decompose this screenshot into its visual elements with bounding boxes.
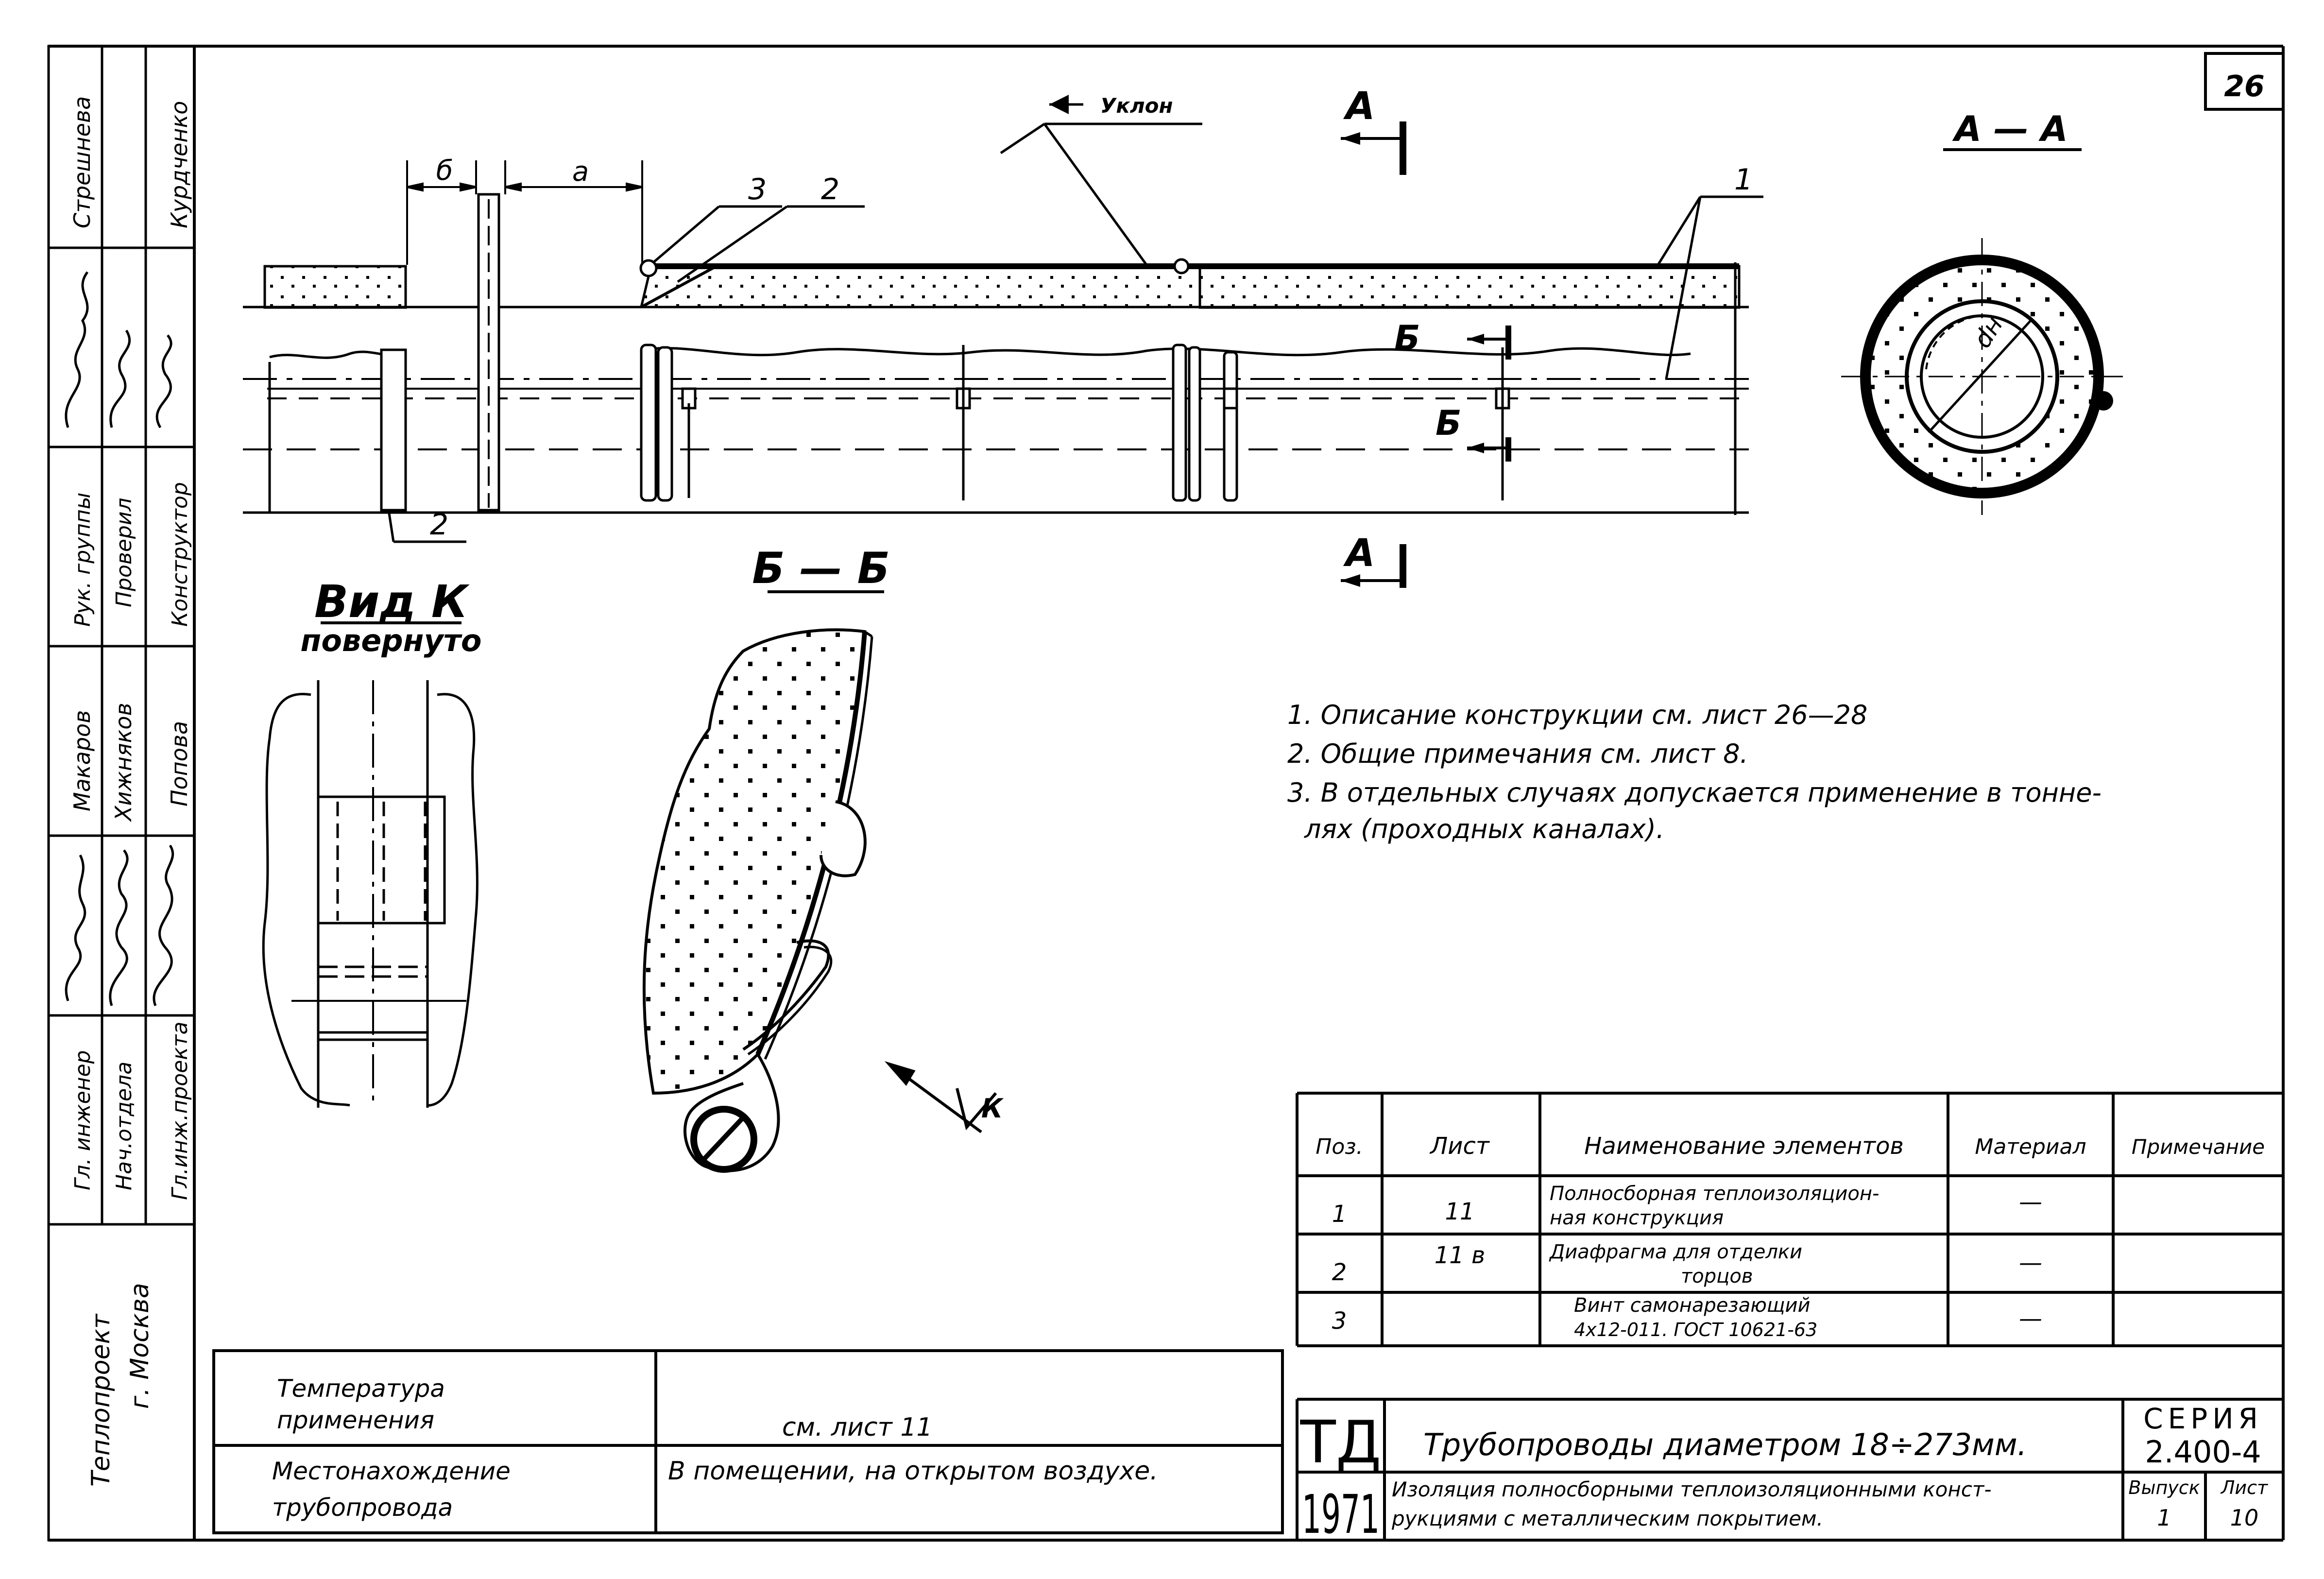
- pos2-disk-label: 2: [430, 508, 448, 542]
- spec-header-note: Примечание: [2132, 1135, 2265, 1159]
- stamp: ТД 1971 Трубопроводы диаметром 18÷273мм.…: [1299, 1402, 2269, 1545]
- role-checked: Проверил: [112, 498, 137, 607]
- svg-text:ная конструкция: ная конструкция: [1550, 1207, 1724, 1229]
- signatures: [65, 271, 174, 1006]
- notes: 1. Описание конструкции см. лист 26—28 2…: [1287, 700, 2102, 844]
- svg-text:1: 1: [1332, 1201, 1347, 1228]
- stamp-sheet-value: 10: [2230, 1505, 2259, 1531]
- stamp-series-value: 2.400-4: [2145, 1434, 2261, 1470]
- spec-table: Поз. Лист Наименование элементов Материа…: [1316, 1133, 2265, 1340]
- spec-header-name: Наименование элементов: [1584, 1133, 1904, 1160]
- stamp-subtitle-1: Изоляция полносборными теплоизоляционным…: [1392, 1477, 1992, 1501]
- insulation-strip-right: [1198, 265, 1741, 309]
- section-A-bottom: А: [1343, 532, 1375, 575]
- position-leaders: [387, 195, 1763, 543]
- svg-text:Винт самонарезающий: Винт самонарезающий: [1574, 1294, 1811, 1317]
- table-row: 3 Винт самонарезающий 4х12-011. ГОСТ 106…: [1332, 1294, 2042, 1340]
- org-city: г. Москва: [125, 1283, 154, 1409]
- slope-label: Уклон: [1100, 94, 1173, 118]
- note-3-continued: лях (проходных каналах).: [1304, 814, 1664, 844]
- section-BB-title: Б — Б: [752, 543, 889, 593]
- svg-text:трубопровода: трубопровода: [272, 1493, 453, 1522]
- name-khizhnyakov: Хижняков: [110, 703, 137, 822]
- stamp-issue-label: Выпуск: [2128, 1477, 2200, 1498]
- insulation-strip-middle: [639, 265, 1201, 309]
- stamp-code-year: 1971: [1302, 1483, 1380, 1545]
- pos3-label: 3: [748, 172, 767, 206]
- pos1-label: 1: [1734, 163, 1753, 197]
- svg-text:11: 11: [1445, 1198, 1474, 1225]
- svg-text:2: 2: [1332, 1259, 1347, 1286]
- view-k-drawing: [262, 680, 478, 1108]
- name-kurdchenko: Курдченко: [166, 101, 192, 228]
- stamp-code-td: ТД: [1299, 1409, 1381, 1476]
- name-popova: Попова: [166, 721, 192, 807]
- insulation-strip-left: [263, 265, 407, 309]
- spec-header-pos: Поз.: [1316, 1134, 1363, 1159]
- table-row: 2 11 в Диафрагма для отделки торцов —: [1332, 1241, 2042, 1287]
- section-B-marks: [1467, 326, 1511, 462]
- pos2-label: 2: [821, 172, 839, 206]
- svg-text:—: —: [2019, 1188, 2042, 1216]
- table-row: 1 11 Полносборная теплоизоляцион- ная ко…: [1332, 1183, 2042, 1229]
- dimension-b-label: б: [436, 155, 453, 187]
- dimension-a-label: а: [572, 156, 589, 188]
- svg-text:Температура: Температура: [277, 1374, 445, 1403]
- name-streshneva: Стрешнева: [69, 96, 95, 228]
- pipe-elevation: [243, 193, 1749, 515]
- conditions-table-grid: [212, 1349, 1284, 1534]
- stamp-sheet-label: Лист: [2220, 1477, 2269, 1498]
- note-3: 3. В отдельных случаях допускается приме…: [1287, 777, 2102, 808]
- section-BB-drawing: [642, 628, 873, 1173]
- svg-text:см. лист 11: см. лист 11: [782, 1413, 933, 1442]
- svg-text:3: 3: [1332, 1307, 1347, 1335]
- section-B-bottom: Б: [1435, 403, 1461, 443]
- role-group-head: Рук. группы: [70, 493, 95, 627]
- dimensions: [406, 160, 643, 265]
- section-AA-title: А — А: [1952, 108, 2068, 149]
- svg-text:11 в: 11 в: [1435, 1242, 1486, 1269]
- svg-text:В помещении, на открытом возду: В помещении, на открытом воздухе.: [668, 1457, 1158, 1486]
- left-title-block-text: Гл. инженер Нач.отдела Гл.инж.проекта Ру…: [69, 96, 192, 1487]
- k-arrow-label: К: [981, 1093, 1004, 1124]
- svg-text:применения: применения: [277, 1406, 434, 1434]
- svg-text:—: —: [2019, 1305, 2042, 1332]
- svg-text:Местонахождение: Местонахождение: [272, 1457, 511, 1485]
- k-view-arrow: [884, 1061, 997, 1133]
- section-B-top: Б: [1394, 318, 1420, 358]
- stamp-subtitle-2: рукциями с металлическим покрытием.: [1391, 1507, 1823, 1530]
- section-A-marks: [1341, 121, 1406, 588]
- role-chief-engineer: Гл. инженер: [70, 1050, 95, 1190]
- role-designer: Конструктор: [168, 482, 192, 627]
- stamp-grid: [1296, 1398, 2283, 1540]
- conditions-table: Температура применения см. лист 11 Место…: [272, 1374, 1158, 1522]
- note-1: 1. Описание конструкции см. лист 26—28: [1287, 700, 1867, 730]
- svg-text:Диафрагма для отделки: Диафрагма для отделки: [1549, 1241, 1802, 1263]
- section-A-top: А: [1343, 85, 1375, 128]
- spec-header-sheet: Лист: [1429, 1133, 1490, 1160]
- svg-text:4х12-011. ГОСТ 10621-63: 4х12-011. ГОСТ 10621-63: [1574, 1319, 1817, 1340]
- note-2: 2. Общие примечания см. лист 8.: [1287, 738, 1748, 769]
- view-k-subtitle: повернуто: [301, 623, 482, 658]
- stamp-title: Трубопроводы диаметром 18÷273мм.: [1423, 1427, 2027, 1462]
- svg-text:—: —: [2019, 1249, 2042, 1276]
- view-k-title: Вид К: [314, 576, 470, 628]
- spec-header-material: Материал: [1975, 1134, 2086, 1159]
- section-AA-view: [1841, 238, 2123, 515]
- stamp-series-label: СЕРИЯ: [2143, 1402, 2263, 1435]
- left-title-block: [47, 45, 196, 1542]
- role-chief-project-engineer: Гл.инж.проекта: [168, 1022, 192, 1200]
- slope-callout: [1000, 95, 1202, 266]
- org-name: Теплопроект: [86, 1313, 116, 1487]
- name-makarov: Макаров: [69, 710, 95, 811]
- stamp-issue-value: 1: [2157, 1505, 2171, 1531]
- svg-text:Полносборная теплоизоляцион-: Полносборная теплоизоляцион-: [1550, 1183, 1879, 1205]
- sheet-number: 26: [2224, 69, 2265, 103]
- role-dept-head: Нач.отдела: [112, 1062, 137, 1190]
- svg-text:торцов: торцов: [1681, 1265, 1753, 1287]
- spec-table-grid: [1296, 1092, 2283, 1347]
